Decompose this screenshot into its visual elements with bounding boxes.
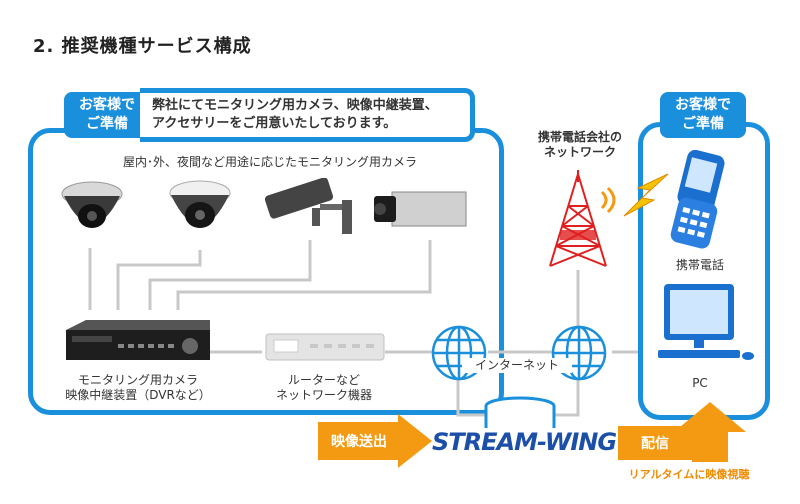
globe-icon-right [551,325,607,381]
realtime-view-label: リアルタイムに映像視聴 [628,468,750,481]
cell-tower-icon [549,170,607,267]
dome-camera-2-icon [169,180,231,228]
router-label-line-1: ルーターなど [287,373,360,387]
video-send-arrow: 映像送出 [318,422,400,460]
dvr-label-line-2: 映像中継装置（DVRなど） [65,388,211,402]
router-label: ルーターなど ネットワーク機器 [254,373,394,403]
router-label-line-2: ネットワーク機器 [275,388,372,402]
customer-prep-tag-left: お客様で ご準備 [64,92,150,138]
mobile-phone-icon [670,150,725,249]
mobile-network-label: 携帯電話会社の ネットワーク [510,130,650,160]
box-camera-icon [374,191,467,227]
delivery-arrow-up [674,402,746,462]
mobile-network-line-2: ネットワーク [543,145,616,159]
tag-right-line-1: お客様で [675,97,731,113]
note-box: 弊社にてモニタリング用カメラ、映像中継装置、 アクセサリーをご用意いたしておりま… [140,88,475,142]
dome-camera-1-icon [61,181,123,228]
globe-icon-left [431,325,487,381]
phone-label: 携帯電話 [675,258,724,272]
tag-line-1: お客様で [79,97,135,113]
video-send-label: 映像送出 [331,434,387,450]
pc-label: PC [692,376,708,390]
internet-label: インターネット [462,358,572,373]
stream-wing-logo: STREAM-WING [432,428,622,456]
lightning-icon [623,173,669,217]
dvr-device-icon [66,320,210,360]
mobile-network-line-1: 携帯電話会社の [537,130,622,144]
router-device-icon [265,333,385,361]
dvr-label-line-1: モニタリング用カメラ [77,373,198,387]
note-line-2: アクセサリーをご用意いたしております。 [152,116,397,131]
delivery-label: 配信 [641,436,669,452]
tag-line-2: ご準備 [86,116,128,132]
tag-right-line-2: ご準備 [682,116,724,132]
page-title: 2. 推奨機種サービス構成 [33,36,252,57]
note-line-1: 弊社にてモニタリング用カメラ、映像中継装置、 [152,98,438,113]
video-send-arrowhead [398,414,432,468]
cameras-caption: 屋内･外、夜間など用途に応じたモニタリング用カメラ [122,155,417,169]
wireless-signal-icon [600,186,616,214]
pc-icon [658,284,754,360]
bullet-camera-icon [264,178,352,234]
dvr-label: モニタリング用カメラ 映像中継装置（DVRなど） [48,373,228,403]
customer-equipment-panel [28,128,504,415]
customer-prep-tag-right: お客様で ご準備 [660,92,746,138]
